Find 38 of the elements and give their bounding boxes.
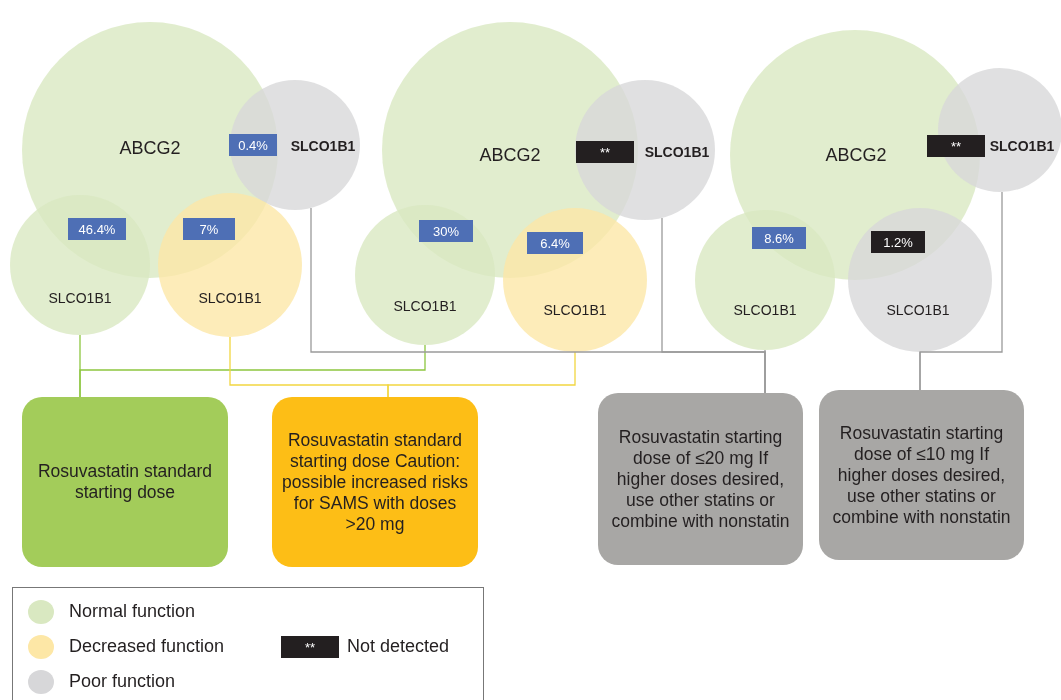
percentage-label: 6.4% — [527, 232, 583, 254]
connector-line — [387, 351, 576, 398]
legend-label: Normal function — [69, 601, 196, 622]
recommendation-text: Rosuvastatin standard starting dose Caution: possible increased risks for SAMS with doses >20 mg — [282, 429, 468, 535]
gene-label: SLCO1B1 — [989, 138, 1055, 154]
recommendation-box — [272, 397, 478, 567]
percentage-label: ** — [576, 141, 634, 163]
connector-line — [919, 191, 1003, 391]
gene-label: SLCO1B1 — [733, 302, 797, 318]
gene-label: SLCO1B1 — [48, 290, 112, 306]
gene-label: ABCG2 — [825, 144, 887, 166]
gene-label: SLCO1B1 — [198, 290, 262, 306]
gene-label: SLCO1B1 — [290, 138, 356, 154]
recommendation-text: Rosuvastatin starting dose of ≤20 mg If higher doses desired, use other statins or combine with nonstatin — [610, 426, 791, 532]
percentage-label: 7% — [183, 218, 235, 240]
gene-label: SLCO1B1 — [886, 302, 950, 318]
gene-label: SLCO1B1 — [393, 298, 457, 314]
gene-label: ABCG2 — [479, 144, 541, 166]
gene-label: ABCG2 — [119, 137, 181, 159]
percentage-label: ** — [927, 135, 985, 157]
legend-label: Poor function — [69, 671, 176, 692]
gene-label: SLCO1B1 — [543, 302, 607, 318]
percentage-label: 8.6% — [752, 227, 806, 249]
recommendation-box — [22, 397, 228, 567]
recommendation-box — [598, 393, 803, 565]
recommendation-text: Rosuvastatin starting dose of ≤10 mg If higher doses desired, use other statins or combine with nonstatin — [831, 422, 1012, 528]
connector-line — [764, 349, 766, 394]
percentage-label: 1.2% — [871, 231, 925, 253]
recommendation-box — [819, 390, 1024, 560]
recommendation-text: Rosuvastatin standard starting dose — [36, 461, 214, 503]
legend-label: Not detected — [347, 636, 450, 657]
percentage-label: 30% — [419, 220, 473, 242]
legend-swatch: ** — [281, 636, 339, 658]
gene-label: SLCO1B1 — [644, 144, 710, 160]
connector-line — [79, 344, 426, 398]
legend-label: Decreased function — [69, 636, 225, 657]
percentage-label: 0.4% — [229, 134, 277, 156]
percentage-label: 46.4% — [68, 218, 126, 240]
